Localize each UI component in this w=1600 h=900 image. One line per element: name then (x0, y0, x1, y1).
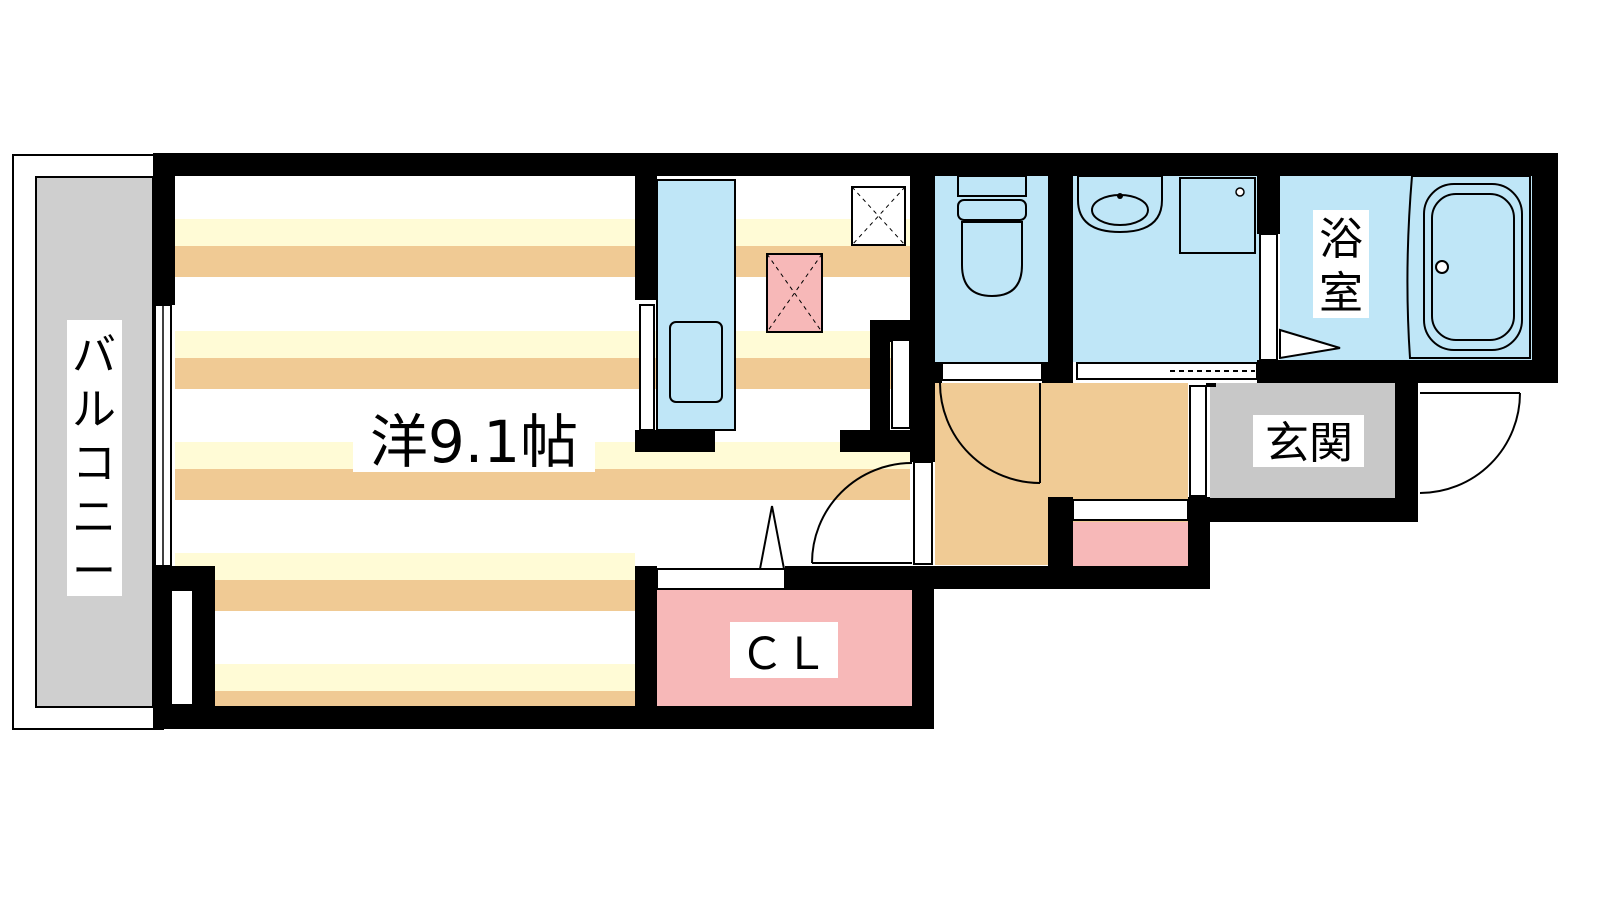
door-main-room (811, 462, 913, 564)
windows (154, 304, 933, 706)
washroom (1073, 175, 1278, 380)
balcony-label-char-4: ニ (72, 492, 116, 543)
floor-hatch-icon (766, 253, 823, 333)
western-room-label: 洋9.1帖 (370, 408, 578, 476)
refrigerator-icon (851, 186, 906, 246)
entrance: 玄関 (1189, 383, 1395, 498)
bath-label-top: 浴 (1319, 214, 1363, 265)
toilet-icon (957, 175, 1027, 298)
western-room: 洋9.1帖 (175, 176, 910, 706)
washbasin-icon (1077, 175, 1163, 234)
toilet-room (935, 175, 1048, 381)
balcony-label-char-1: バ (72, 330, 116, 381)
bathroom: 浴 室 (1279, 175, 1532, 362)
door-toilet (939, 382, 1041, 484)
walls (153, 153, 1558, 729)
closet: ＣＬ (656, 505, 912, 706)
balcony-label-char-2: ル (72, 384, 116, 435)
balcony: バ ル コ ニ ー (12, 154, 164, 730)
doors (811, 382, 1521, 564)
washing-machine-icon (1179, 177, 1256, 254)
door-front (1419, 392, 1521, 494)
balcony-label-char-3: コ (72, 438, 116, 489)
sink-icon (669, 321, 723, 403)
bath-label-bottom: 室 (1319, 268, 1363, 319)
closet-label: ＣＬ (740, 629, 828, 680)
entrance-label: 玄関 (1265, 418, 1353, 469)
bathtub-icon (1406, 175, 1531, 359)
balcony-label-char-5: ー (72, 546, 116, 597)
kitchen (639, 179, 906, 431)
